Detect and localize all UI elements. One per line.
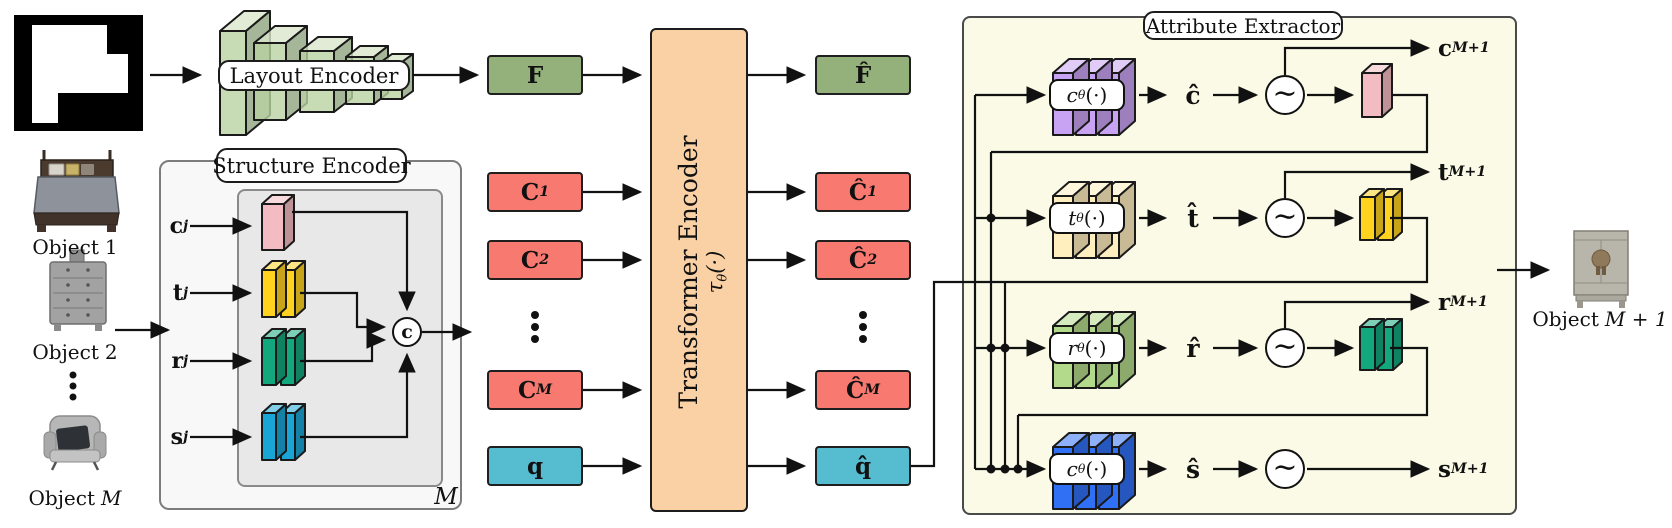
armchair-image: [43, 415, 107, 471]
ellipsis-dot: [69, 382, 77, 390]
ellipsis-dot: [531, 335, 539, 343]
ellipsis-dot: [69, 371, 77, 379]
attribute-extractor-box: [962, 16, 1517, 515]
transformer-function-label: τθ(·): [703, 250, 731, 294]
ellipsis-dot: [859, 311, 867, 319]
floorplan-image: [14, 15, 143, 131]
concat-circle: c: [392, 317, 422, 347]
transformer-encoder-label: Transformer Encoder τθ(·): [652, 30, 750, 514]
pred-r-hat: r̂: [1186, 333, 1200, 363]
ellipsis-dot: [859, 323, 867, 331]
ellipsis-dot: [531, 311, 539, 319]
bed-image: [33, 150, 120, 232]
dresser-image: [49, 249, 107, 331]
transformer-encoder-box: Transformer Encoder τθ(·): [650, 28, 748, 512]
cabinet-image: [1573, 230, 1629, 308]
attribute-extractor-pill: Attribute Extractor: [1143, 11, 1343, 40]
sampler-s-circle: ∼: [1265, 449, 1305, 489]
layout-encoder-pill: Layout Encoder: [218, 60, 410, 91]
ellipsis-dot: [531, 323, 539, 331]
sampler-t-circle: ∼: [1265, 198, 1305, 238]
pred-c-hat: ĉ: [1185, 80, 1201, 110]
ellipsis-dot: [69, 393, 77, 401]
pred-t-hat: t̂: [1187, 203, 1199, 233]
object-count-label: M: [434, 484, 458, 510]
structure-encoder-pill: Structure Encoder: [212, 148, 411, 183]
token-q-in: q: [487, 446, 583, 486]
token-F-in: F: [487, 55, 583, 95]
pred-s-hat: ŝ: [1185, 454, 1201, 484]
ellipsis-dot: [859, 335, 867, 343]
token-F-out: F̂: [815, 55, 911, 95]
token-q-out: q̂: [815, 446, 911, 486]
sampler-c-circle: ∼: [1265, 75, 1305, 115]
transformer-title: Transformer Encoder: [673, 135, 703, 409]
sampler-r-circle: ∼: [1265, 328, 1305, 368]
